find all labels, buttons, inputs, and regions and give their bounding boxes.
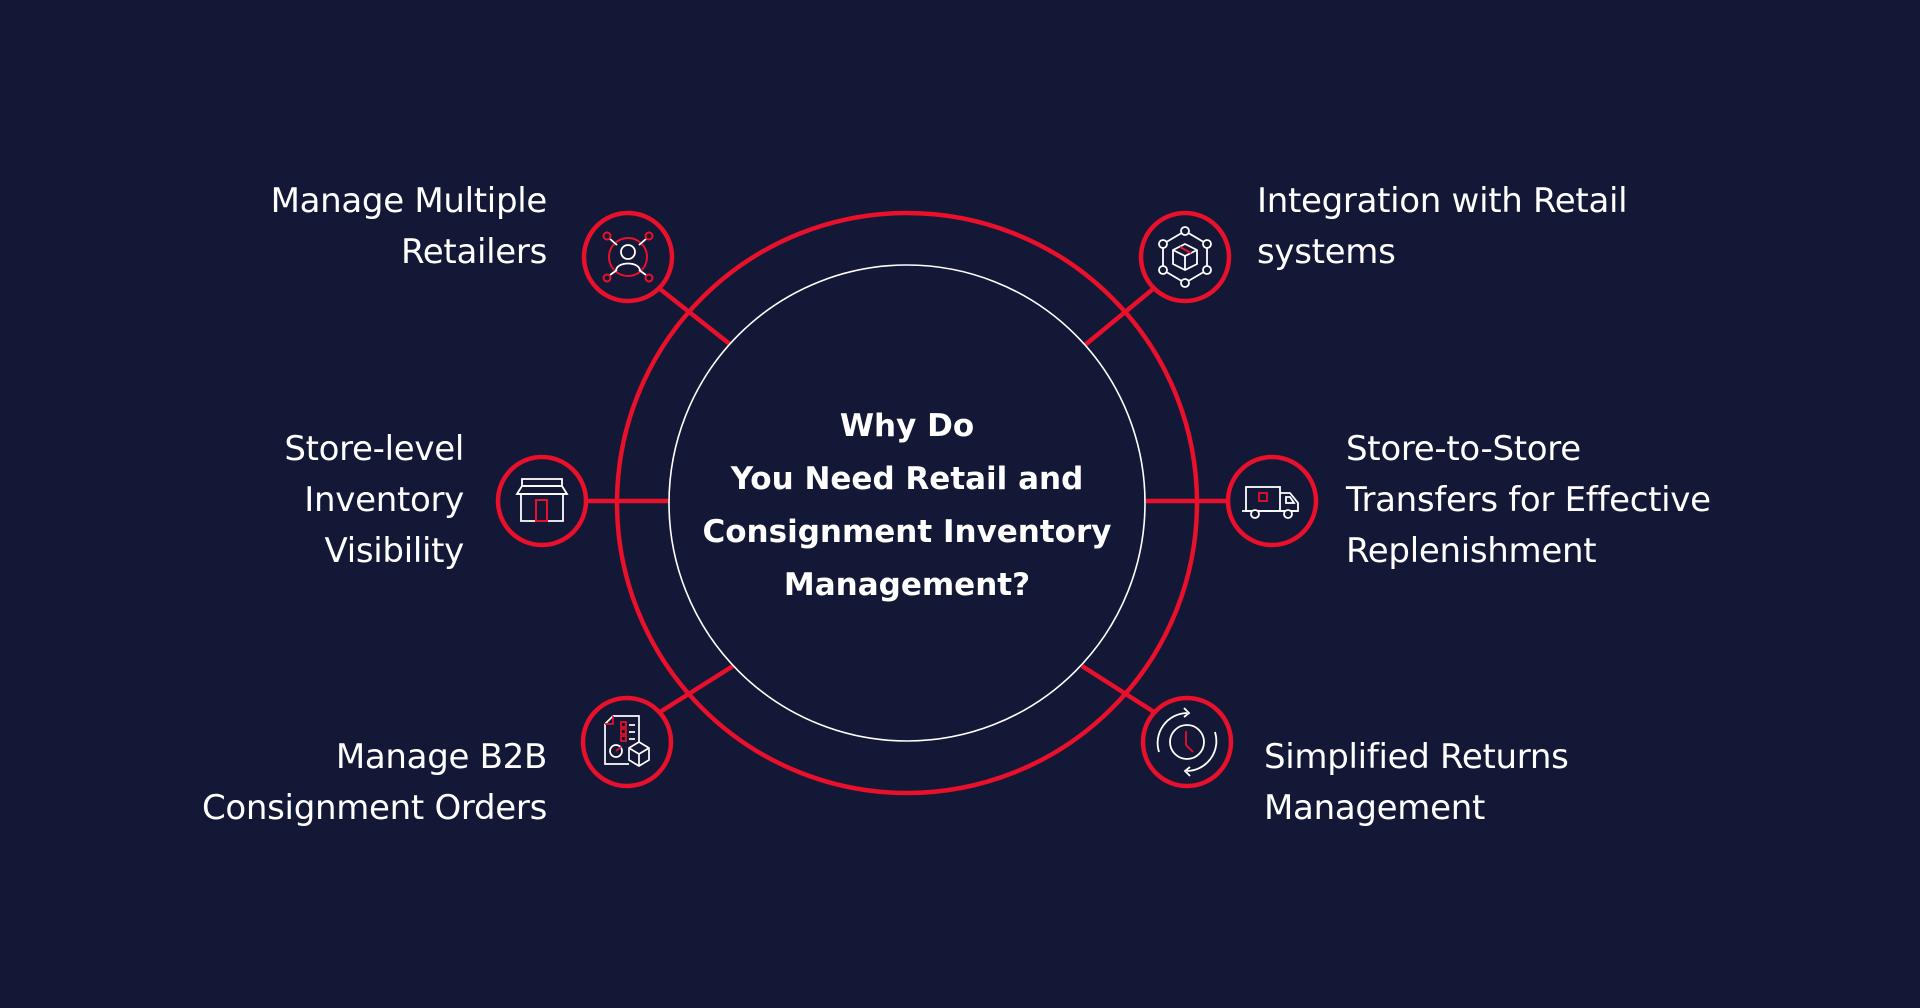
outer-ring: [614, 210, 1200, 796]
storefront-icon: [495, 454, 589, 548]
feature-label-manage-b2b-consignment-orders: Manage B2B Consignment Orders: [202, 732, 547, 834]
connector-bottom-left: [658, 664, 735, 714]
feature-label-line: Management: [1264, 788, 1485, 828]
feature-label-store-to-store-transfers: Store-to-Store Transfers for Effective R…: [1346, 424, 1711, 577]
feature-label-line: Consignment Orders: [201, 788, 547, 828]
feature-label-line: Transfers for Effective: [1346, 480, 1711, 520]
feature-label-line: Simplified Returns: [1264, 737, 1569, 777]
feature-label-line: Retailers: [401, 232, 547, 272]
feature-label-line: Manage B2B: [335, 737, 547, 777]
clock-cycle-icon: [1140, 695, 1234, 789]
network-box-icon: [1138, 210, 1232, 304]
feature-label-manage-multiple-retailers: Manage Multiple Retailers: [270, 176, 548, 278]
feature-label-simplified-returns-management: Simplified Returns Management: [1264, 732, 1569, 834]
feature-label-line: systems: [1257, 232, 1396, 272]
inner-circle: [668, 264, 1146, 742]
feature-label-line: Manage Multiple: [270, 181, 548, 221]
connector-top-left: [658, 287, 733, 347]
delivery-truck-icon: [1225, 454, 1319, 548]
center-title-line: Why Do: [839, 408, 975, 444]
connector-lines: [587, 287, 1227, 714]
feature-label-line: Integration with Retail: [1257, 181, 1628, 221]
feature-label-line: Replenishment: [1346, 531, 1597, 571]
connector-bottom-right: [1080, 664, 1156, 714]
feature-label-integration-retail-systems: Integration with Retail systems: [1257, 176, 1628, 278]
feature-label-line: Visibility: [324, 531, 465, 571]
network-user-icon: [581, 210, 675, 304]
connector-top-right: [1083, 287, 1155, 347]
feature-label-store-level-inventory-visibility: Store-level Inventory Visibility: [284, 424, 464, 577]
center-title: Why Do You Need Retail and Consignment I…: [657, 400, 1157, 612]
center-title-line: You Need Retail and: [730, 461, 1084, 497]
feature-label-line: Store-to-Store: [1346, 429, 1581, 469]
center-title-line: Consignment Inventory: [702, 514, 1112, 550]
feature-label-line: Store-level: [284, 429, 464, 469]
center-title-line: Management?: [783, 567, 1031, 603]
feature-label-line: Inventory: [304, 480, 464, 520]
checklist-box-icon: [580, 695, 674, 789]
